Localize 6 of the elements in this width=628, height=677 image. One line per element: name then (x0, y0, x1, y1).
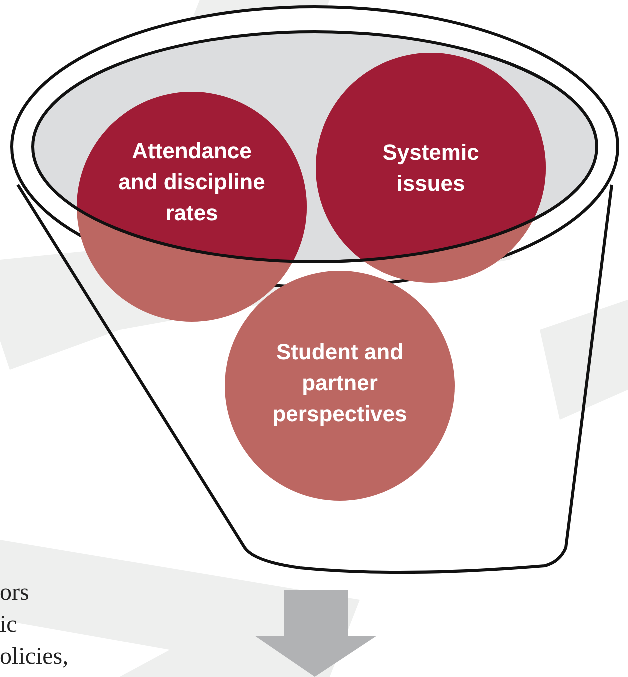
body-text: ic (0, 612, 18, 639)
body-text: ors (0, 580, 30, 607)
circle-label: Systemic issues (382, 139, 480, 198)
circle-label: Student and partner perspectives (272, 338, 408, 428)
circle-label: Attendance and discipline rates (118, 138, 266, 228)
body-text: olicies, (0, 644, 69, 671)
